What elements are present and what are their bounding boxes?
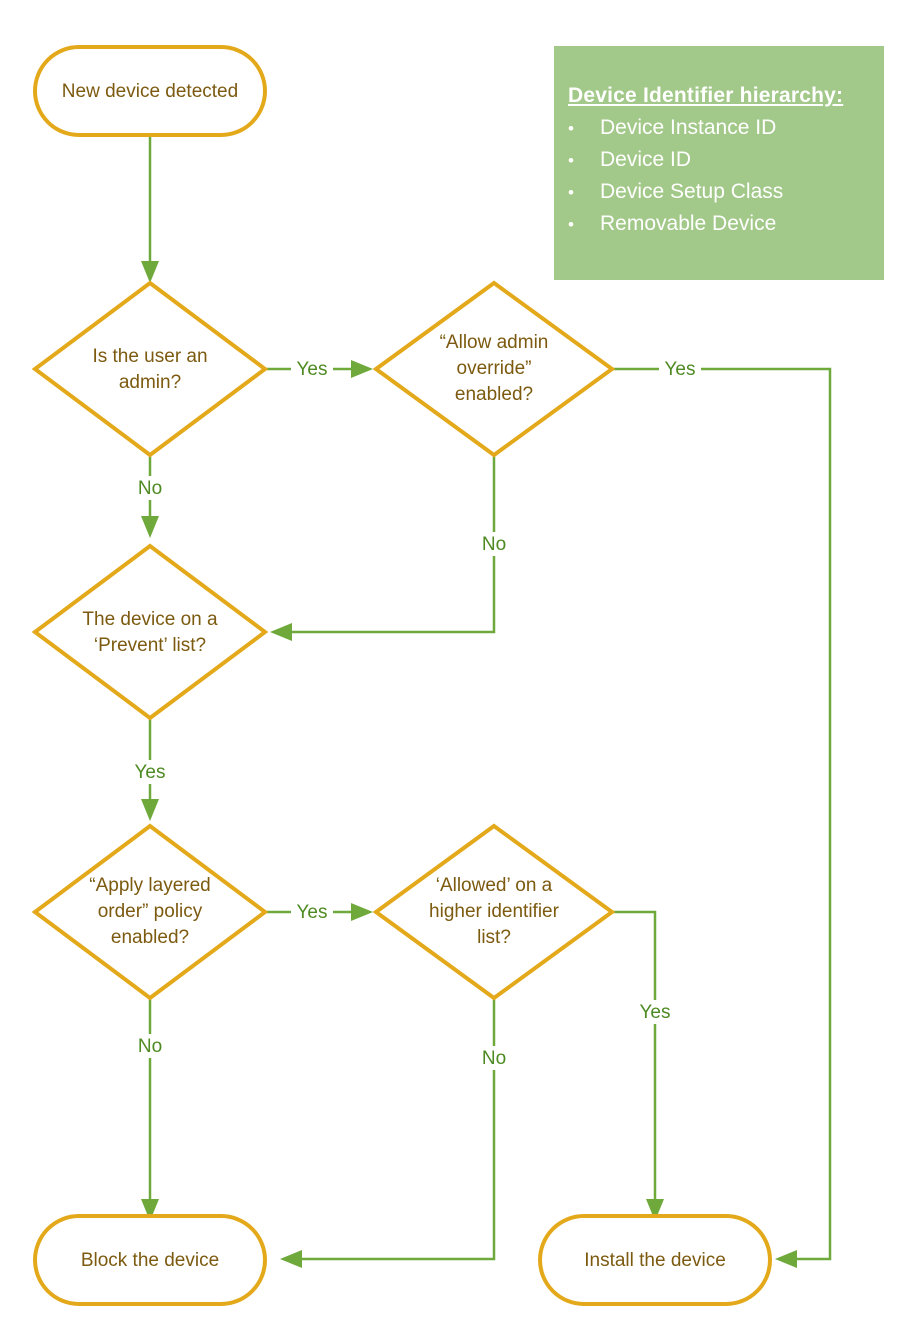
node-label-higher-identifier-line-3: list?	[477, 927, 511, 948]
arrow-head-icon	[351, 360, 373, 378]
edge-label-layered-no: No	[138, 1036, 162, 1057]
bullet-icon: •	[568, 183, 574, 202]
edge-higher-identifier-no-to-block: No	[280, 998, 512, 1268]
node-shape-terminator	[538, 1214, 772, 1306]
edge-is-admin-yes-to-admin-override: Yes	[265, 357, 373, 381]
edge-label-admin-no: No	[138, 478, 162, 499]
node-label-admin-override-line-1: “Allow admin	[440, 332, 549, 353]
edge-line	[287, 455, 496, 634]
edge-label-backdrop	[291, 357, 333, 381]
device-identifier-hierarchy-legend: Device Identifier hierarchy: • Device In…	[554, 46, 884, 280]
node-label-block: Block the device	[81, 1250, 219, 1271]
legend-list-item: • Device Instance ID	[554, 112, 884, 144]
node-label-admin-override-line-3: enabled?	[455, 384, 533, 405]
edge-admin-override-yes-to-install: Yes	[612, 357, 832, 1268]
edge-label-backdrop	[476, 532, 512, 556]
node-shape-decision	[31, 823, 269, 1001]
node-shape-decision	[372, 280, 616, 458]
arrow-head-icon	[141, 261, 159, 283]
node-label-prevent-list-line-1: The device on a	[82, 609, 218, 630]
arrow-head-icon	[646, 1199, 664, 1221]
arrow-head-icon	[351, 903, 373, 921]
node-label-start: New device detected	[62, 81, 238, 102]
node-admin-override[interactable]: “Allow admin override” enabled?	[372, 280, 616, 458]
edge-layered-order-no-to-block: No	[132, 998, 168, 1221]
edge-label-prevent-yes: Yes	[135, 762, 166, 783]
node-shape-terminator	[33, 1214, 267, 1306]
edge-is-admin-no-to-prevent-list: No	[132, 455, 168, 538]
node-layered-order[interactable]: “Apply layered order” policy enabled?	[31, 823, 269, 1001]
node-label-is-admin-line-2: admin?	[119, 372, 181, 393]
edge-label-backdrop	[129, 760, 171, 784]
arrow-head-icon	[270, 623, 292, 641]
edge-higher-identifier-yes-to-install: Yes	[612, 910, 676, 1221]
node-label-higher-identifier-line-1: ‘Allowed’ on a	[436, 875, 553, 896]
legend-list-item: • Removable Device	[554, 208, 884, 240]
edge-label-override-yes: Yes	[665, 359, 696, 380]
node-install[interactable]: Install the device	[538, 1214, 772, 1306]
edge-start-to-is-admin	[141, 135, 159, 283]
edge-label-override-no: No	[482, 534, 506, 555]
edge-admin-override-no-to-prevent-list: No	[270, 455, 512, 641]
node-start[interactable]: New device detected	[33, 45, 267, 137]
edge-line	[612, 367, 832, 1261]
legend-list-item: • Device ID	[554, 144, 884, 176]
node-label-admin-override-line-2: override”	[457, 358, 532, 379]
legend-item-label: Removable Device	[600, 212, 777, 235]
arrow-head-icon	[141, 1199, 159, 1221]
node-shape-decision	[31, 280, 269, 458]
edge-label-backdrop	[132, 476, 168, 500]
legend-title: Device Identifier hierarchy:	[568, 84, 844, 107]
legend-item-label: Device ID	[600, 148, 692, 171]
edge-label-higher-no: No	[482, 1048, 506, 1069]
bullet-icon: •	[568, 151, 574, 170]
legend-item-label: Device Setup Class	[600, 180, 784, 203]
edge-label-backdrop	[291, 900, 333, 924]
node-label-layered-order-line-3: enabled?	[111, 927, 189, 948]
bullet-icon: •	[568, 119, 574, 138]
arrow-head-icon	[141, 516, 159, 538]
arrow-head-icon	[141, 799, 159, 821]
node-shape-terminator	[33, 45, 267, 137]
edge-label-higher-yes: Yes	[640, 1002, 671, 1023]
legend-list: • Device Instance ID • Device ID • Devic…	[554, 112, 884, 240]
edge-line	[295, 998, 496, 1261]
edge-label-layered-yes: Yes	[297, 902, 328, 923]
node-shape-decision	[372, 823, 616, 1001]
arrow-head-icon	[775, 1250, 797, 1268]
node-shape-decision	[31, 543, 269, 721]
node-label-prevent-list-line-2: ‘Prevent’ list?	[94, 635, 206, 656]
node-higher-identifier[interactable]: ‘Allowed’ on a higher identifier list?	[372, 823, 616, 1001]
node-label-layered-order-line-2: order” policy	[98, 901, 203, 922]
node-block[interactable]: Block the device	[33, 1214, 267, 1306]
bullet-icon: •	[568, 215, 574, 234]
edge-label-admin-yes: Yes	[297, 359, 328, 380]
edge-label-backdrop	[634, 1000, 676, 1024]
legend-item-label: Device Instance ID	[600, 116, 777, 139]
node-is-admin[interactable]: Is the user an admin?	[31, 280, 269, 458]
edge-layered-order-yes-to-higher-identifier: Yes	[265, 900, 373, 924]
edge-line	[612, 910, 657, 1206]
edge-prevent-list-yes-to-layered-order: Yes	[129, 713, 171, 821]
legend-list-item: • Device Setup Class	[554, 176, 884, 208]
node-label-layered-order-line-1: “Apply layered	[89, 875, 210, 896]
node-label-is-admin-line-1: Is the user an	[92, 346, 207, 367]
edge-label-backdrop	[659, 357, 701, 381]
node-prevent-list[interactable]: The device on a ‘Prevent’ list?	[31, 543, 269, 721]
node-label-higher-identifier-line-2: higher identifier	[429, 901, 560, 922]
edge-label-backdrop	[476, 1046, 512, 1070]
node-label-install: Install the device	[584, 1250, 726, 1271]
arrow-head-icon	[280, 1250, 302, 1268]
edge-label-backdrop	[132, 1034, 168, 1058]
